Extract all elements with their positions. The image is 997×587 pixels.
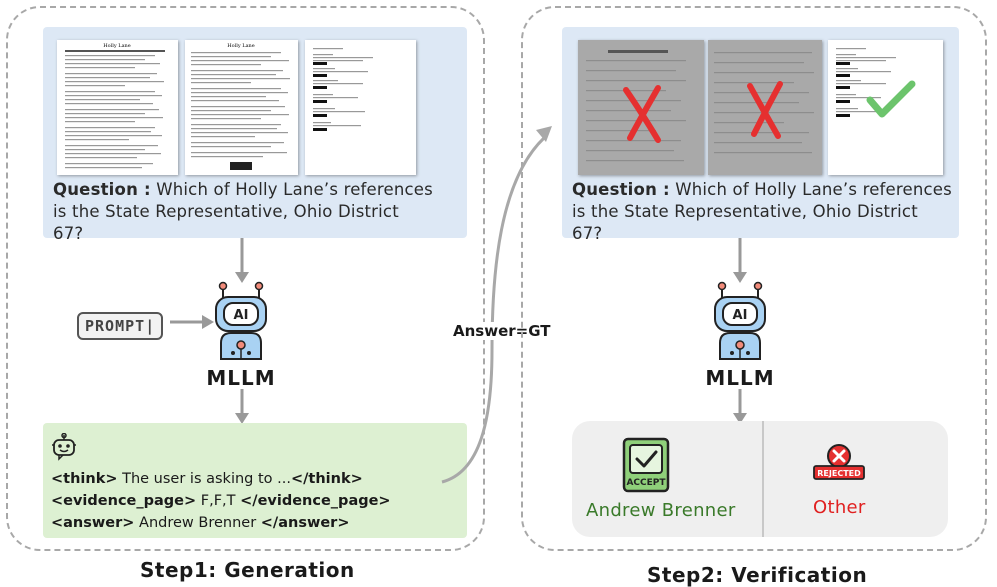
step2-question: Question : Which of Holly Lane’s referen… (572, 179, 957, 245)
chat-bot-icon (52, 433, 76, 461)
step2-question-label: Question : (572, 180, 670, 199)
cross-mark-icon (623, 85, 661, 143)
step1-question-line3: 67? (53, 224, 84, 243)
verification-panel (521, 6, 987, 551)
verify-page-2-content (714, 52, 814, 154)
accept-answer-text: Andrew Brenner (586, 500, 736, 521)
evidence-open-tag: <evidence_page> (51, 493, 197, 509)
verify-page-1-content (586, 50, 686, 162)
svg-text:AI: AI (234, 308, 249, 323)
answer-close-tag: </answer> (260, 515, 350, 531)
svg-text:AI: AI (733, 308, 748, 323)
resume-page-2-lines: Holly Lane (191, 43, 290, 170)
accept-badge-text: ACCEPT (626, 478, 666, 488)
answer-open-tag: <answer> (51, 515, 135, 531)
evidence-line: <evidence_page> F,F,T </evidence_page> (51, 490, 391, 512)
arrow-model-to-output (235, 389, 249, 424)
step2-model-label: MLLM (705, 366, 775, 390)
verify-page-2 (708, 40, 822, 175)
resume-page-2: Holly Lane (185, 40, 298, 175)
answer-line: <answer> Andrew Brenner </answer> (51, 512, 349, 534)
prompt-tag: PROMPT| (77, 312, 164, 340)
resume-page-3 (305, 40, 416, 175)
step2-question-line2: is the State Representative, Ohio Distri… (572, 202, 918, 221)
doc-header-2: Holly Lane (227, 43, 255, 49)
verify-page-1 (578, 40, 704, 175)
rejected-badge-icon: REJECTED (813, 444, 865, 480)
step1-question-line1: Which of Holly Lane’s references (150, 180, 433, 199)
answer-text: Andrew Brenner (134, 515, 261, 531)
think-close-tag: </think> (290, 471, 363, 487)
arrow-question-to-verifier (733, 238, 747, 283)
step1-question: Question : Which of Holly Lane’s referen… (53, 179, 463, 245)
evidence-text: F,F,T (196, 493, 241, 509)
resume-page-1-lines: Holly Lane (65, 43, 165, 169)
verify-page-3 (828, 40, 943, 175)
step2-question-line3: 67? (572, 224, 603, 243)
transition-label: Answer=GT (452, 322, 552, 340)
doc-header: Holly Lane (103, 43, 131, 49)
step1-question-label: Question : (53, 180, 151, 199)
cross-mark-icon-2 (747, 81, 783, 139)
accept-badge-icon: ACCEPT (622, 437, 670, 493)
robot-icon-verifier: AI (714, 281, 766, 360)
step1-model-label: MLLM (206, 366, 276, 390)
think-line: <think> The user is asking to ...</think… (51, 468, 363, 490)
arrow-question-to-model (235, 238, 249, 283)
think-text: The user is asking to ... (117, 471, 291, 487)
generation-output-box (43, 423, 467, 538)
verify-page-3-content (836, 48, 916, 118)
arrow-prompt-to-model (170, 315, 214, 329)
step2-question-line1: Which of Holly Lane’s references (669, 180, 952, 199)
curved-arrow-generation-to-verification (441, 126, 552, 484)
check-mark-icon (866, 80, 916, 118)
step1-question-line2: is the State Representative, Ohio Distri… (53, 202, 399, 221)
step1-title: Step1: Generation (140, 558, 355, 582)
reject-answer-text: Other (813, 497, 866, 518)
step2-title: Step2: Verification (647, 563, 868, 587)
arrow-verifier-to-result (733, 389, 747, 424)
rejected-badge-text: REJECTED (817, 469, 861, 478)
evidence-close-tag: </evidence_page> (240, 493, 391, 509)
think-open-tag: <think> (51, 471, 118, 487)
resume-page-1: Holly Lane (57, 40, 178, 175)
generation-panel (6, 6, 485, 551)
robot-icon: AI (215, 281, 267, 360)
prompt-label: PROMPT (85, 317, 146, 335)
resume-page-3-lines (313, 48, 373, 131)
result-divider (762, 421, 764, 537)
